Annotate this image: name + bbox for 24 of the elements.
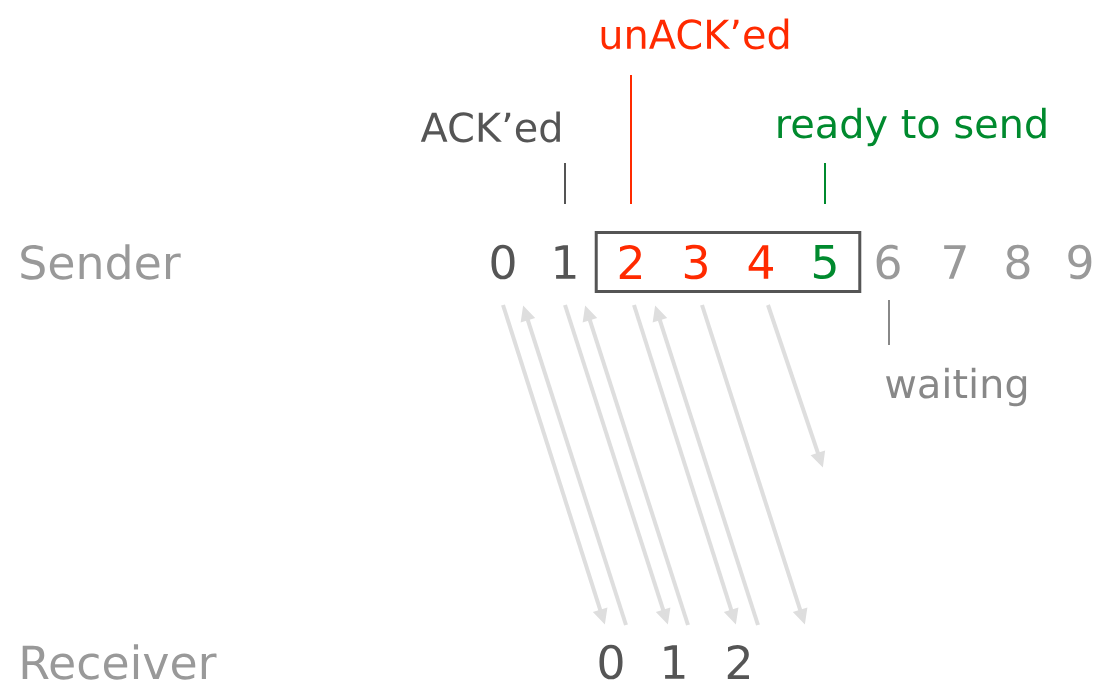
sequence-number: 2 [619, 245, 641, 279]
row-label: Receiver [22, 644, 217, 680]
leader-line [888, 299, 890, 346]
status-label: ACK’ed [420, 111, 560, 143]
leader-line [824, 162, 826, 205]
sequence-number: 6 [876, 244, 900, 280]
sequence-number: 9 [1068, 244, 1092, 280]
sequence-number: 4 [748, 245, 773, 279]
sequence-number: 3 [684, 244, 707, 280]
sequence-number: 0 [491, 244, 515, 280]
sequence-number: 0 [599, 644, 623, 680]
sequence-number: 5 [813, 244, 836, 280]
row-label: Sender [21, 244, 181, 280]
sequence-number: 1 [555, 245, 576, 279]
status-label: waiting [886, 367, 1027, 407]
status-label: ready to send [778, 107, 1046, 147]
leader-line [564, 162, 566, 205]
status-label: unACK’ed [601, 18, 789, 50]
leader-line [630, 74, 632, 205]
sequence-number: 8 [1006, 244, 1030, 280]
sequence-number: 7 [944, 245, 966, 279]
sequence-number: 1 [664, 645, 685, 679]
window-box [594, 230, 862, 293]
sequence-number: 2 [727, 645, 749, 679]
